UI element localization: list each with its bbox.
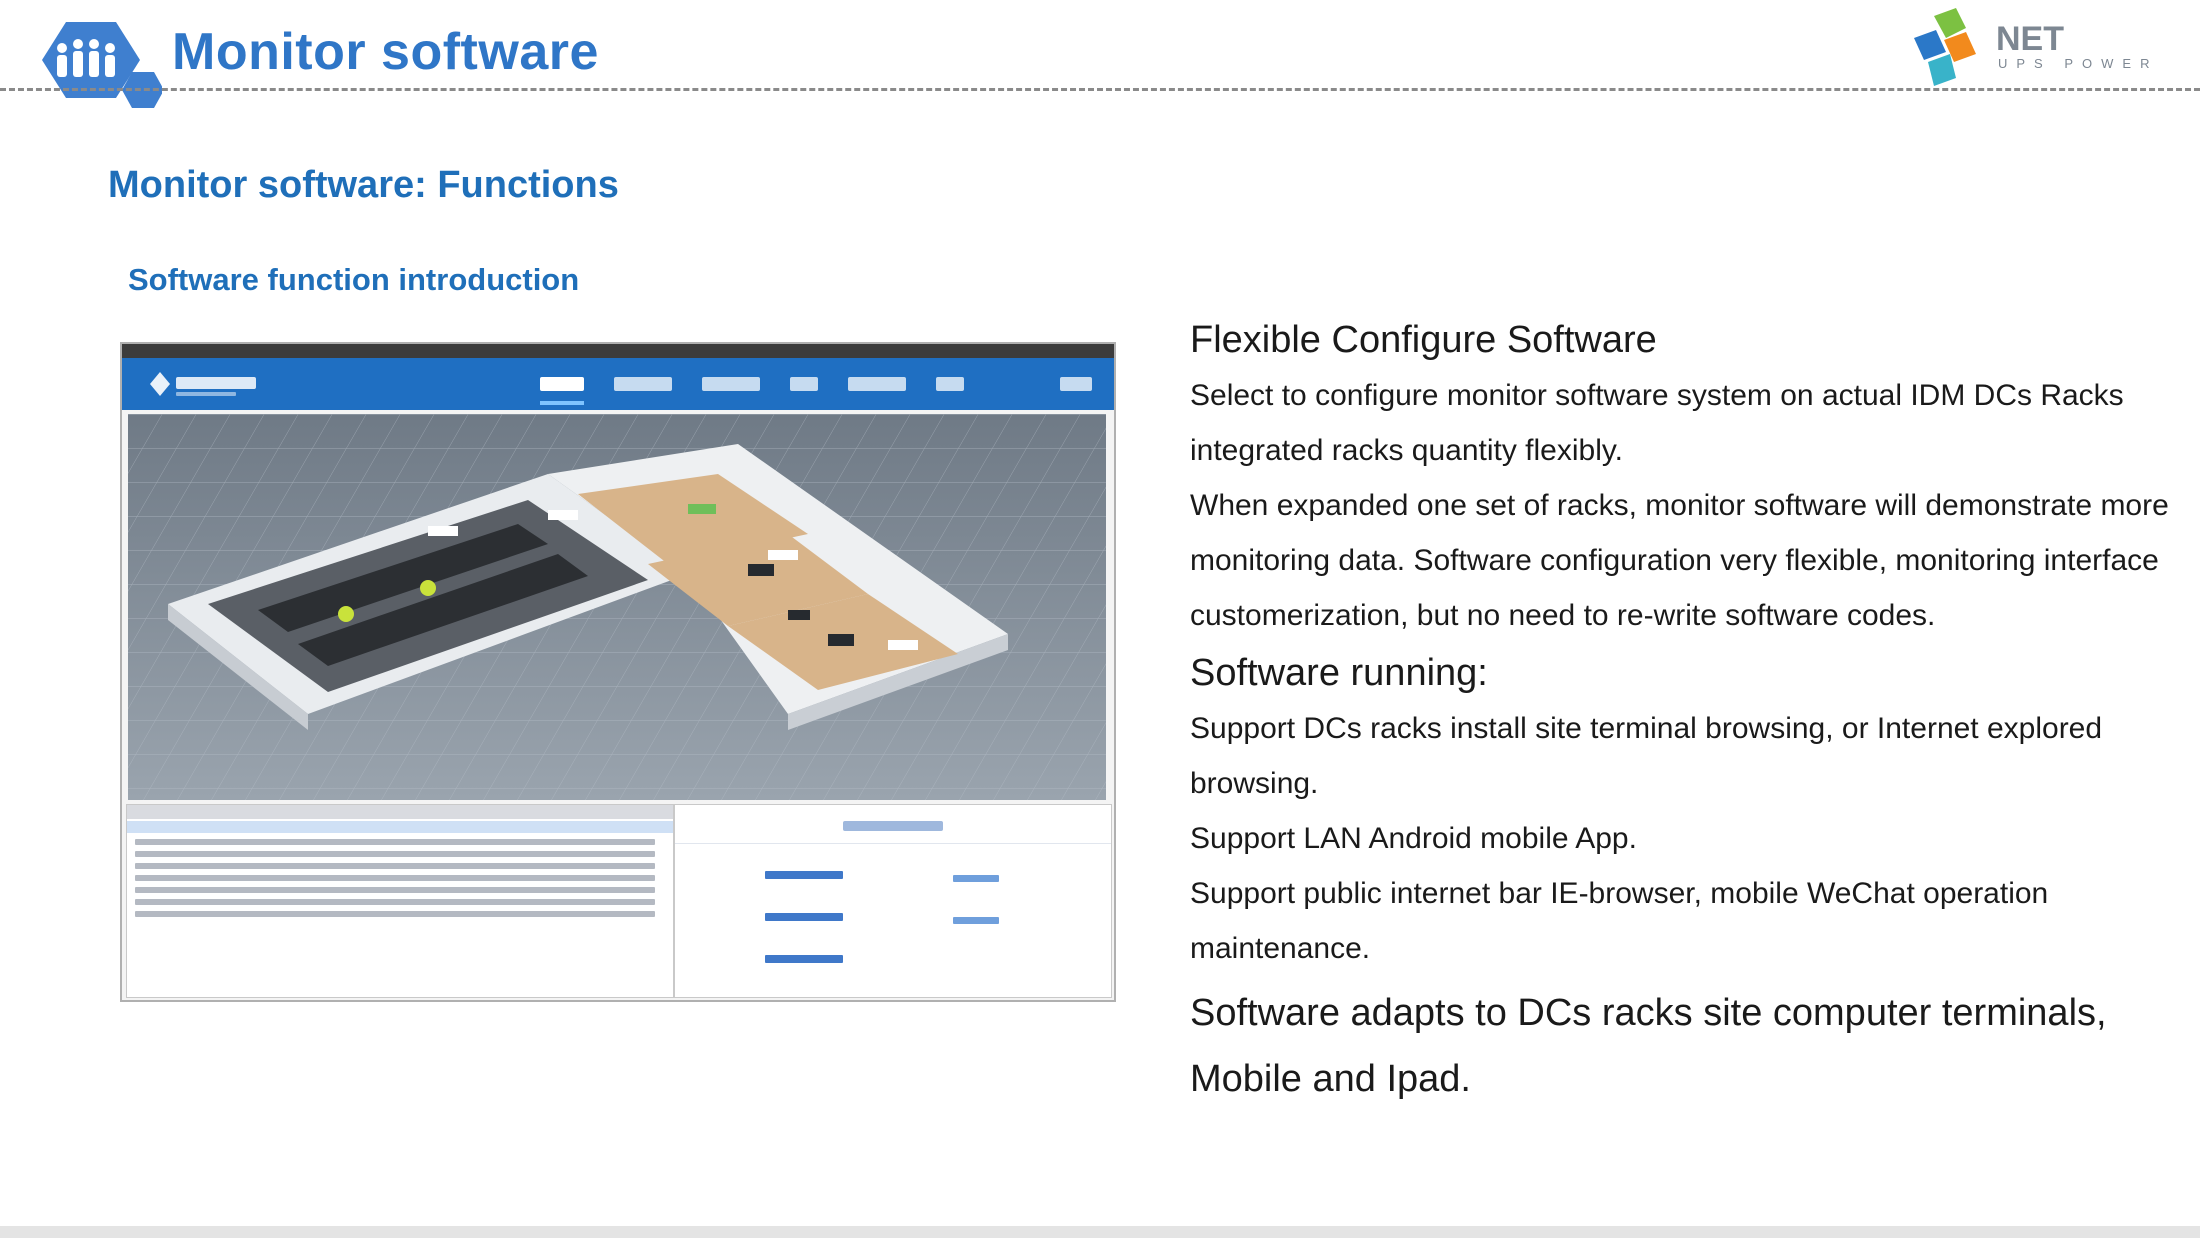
paragraph-browsing: Support DCs racks install site terminal … (1190, 712, 2103, 800)
footer-bar (0, 1226, 2200, 1238)
header-divider (0, 88, 2200, 91)
screenshot-nav-reports (848, 377, 906, 391)
screenshot-nav-home (540, 377, 584, 405)
screenshot-status-label (765, 871, 843, 879)
description-text: Flexible Configure Software Select to co… (1190, 312, 2180, 1112)
screenshot-nav-user (936, 377, 964, 391)
screenshot-table-row (135, 863, 655, 869)
screenshot-table-row (135, 875, 655, 881)
section-title: Monitor software: Functions (108, 164, 619, 206)
screenshot-status-label (765, 955, 843, 963)
screenshot-table-header (127, 805, 673, 819)
screenshot-nav-exit (1060, 377, 1092, 391)
page-title: Monitor software (172, 23, 599, 81)
screenshot-nav-devices (614, 377, 672, 391)
screenshot-status-value (953, 917, 999, 924)
screenshot-table-row (135, 899, 655, 905)
paragraph-configure: Select to configure monitor software sys… (1190, 379, 2124, 467)
screenshot-status-title (843, 821, 943, 831)
screenshot-nav-alarm (790, 377, 818, 391)
screenshot-nav-energy (702, 377, 760, 391)
paragraph-adapts: Software adapts to DCs racks site comput… (1190, 992, 2107, 1100)
screenshot-status-value (953, 875, 999, 882)
screenshot-table-row (135, 851, 655, 857)
logo-subtext: UPS POWER (1998, 56, 2159, 71)
screenshot-nav-bar (122, 358, 1114, 410)
net-logo-icon (1914, 8, 1976, 86)
screenshot-ups-status-panel (674, 804, 1112, 998)
screenshot-logo-icon (150, 372, 256, 396)
paragraph-expand: When expanded one set of racks, monitor … (1190, 489, 2169, 632)
paragraph-android: Support LAN Android mobile App. (1190, 822, 1637, 855)
subsection-title: Software function introduction (128, 262, 580, 297)
people-hexagon-icon (42, 22, 162, 108)
screenshot-table-row (135, 839, 655, 845)
logo-text: NET (1996, 20, 2064, 58)
screenshot-table-selected-row (127, 821, 673, 833)
paragraph-wechat: Support public internet bar IE-browser, … (1190, 877, 2049, 965)
heading-flexible-configure: Flexible Configure Software (1190, 319, 1657, 361)
heading-software-running: Software running: (1190, 652, 1488, 694)
screenshot-status-label (765, 913, 843, 921)
screenshot-table-row (135, 887, 655, 893)
datacenter-3d-view (128, 414, 1106, 800)
screenshot-table-row (135, 911, 655, 917)
screenshot-device-table (126, 804, 674, 998)
screenshot-window-bar (122, 344, 1114, 358)
software-screenshot (120, 342, 1116, 1002)
